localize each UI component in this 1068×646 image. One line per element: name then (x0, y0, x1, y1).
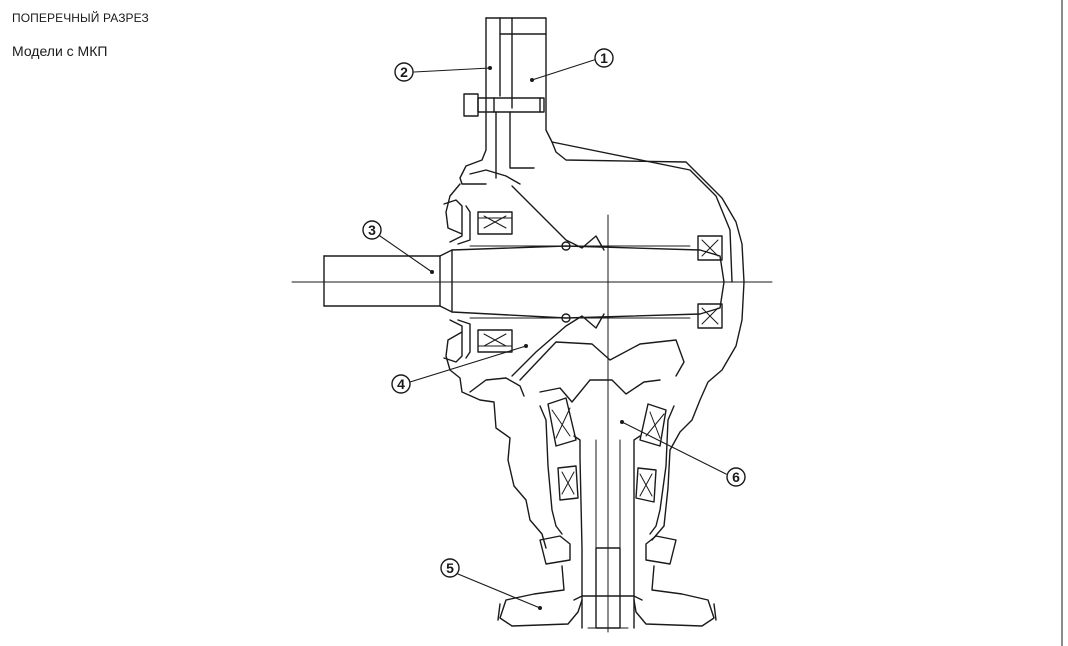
housing-outer (445, 169, 745, 549)
pinion-bearing-upper-right (639, 403, 667, 447)
bolt-shank (477, 97, 545, 113)
shaft-bearing-left-top (457, 205, 513, 245)
callout-label-1: 1 (600, 50, 608, 66)
callout-2: 2 (394, 62, 414, 82)
mounting-bracket (459, 17, 745, 283)
shaft-bearing-right-top (697, 235, 723, 261)
page-subtitle: Модели с МКП (12, 43, 108, 59)
callout-5: 5 (440, 558, 460, 578)
shaft-bearing-right-bottom (697, 303, 723, 329)
callout-3: 3 (362, 220, 382, 240)
lower-seal (539, 535, 677, 565)
callout-label-3: 3 (368, 222, 376, 238)
page-title: ПОПЕРЕЧНЫЙ РАЗРЕЗ (12, 11, 149, 25)
center-lines (291, 214, 773, 633)
companion-flange (497, 565, 717, 627)
callout-leaders (379, 59, 727, 609)
callout-label-2: 2 (400, 64, 408, 80)
shaft-bearing-left-bottom (457, 319, 513, 359)
pinion-bearing-upper-left (547, 397, 577, 447)
callout-1: 1 (594, 48, 614, 68)
pinion-shaft (573, 435, 641, 629)
callout-label-5: 5 (446, 560, 454, 576)
callout-label-6: 6 (732, 469, 740, 485)
left-seal (443, 199, 463, 363)
pinion-bearing-lower-right (635, 467, 657, 503)
leader-dots (430, 66, 624, 610)
pinion-bearing-lower-left (557, 465, 579, 501)
ring-gear (511, 185, 685, 403)
bolt-head (463, 93, 479, 117)
input-shaft (323, 245, 725, 319)
pinion-housing-walls (539, 405, 675, 535)
callout-4: 4 (391, 374, 411, 394)
callout-6: 6 (726, 467, 746, 487)
callout-label-4: 4 (397, 376, 405, 392)
